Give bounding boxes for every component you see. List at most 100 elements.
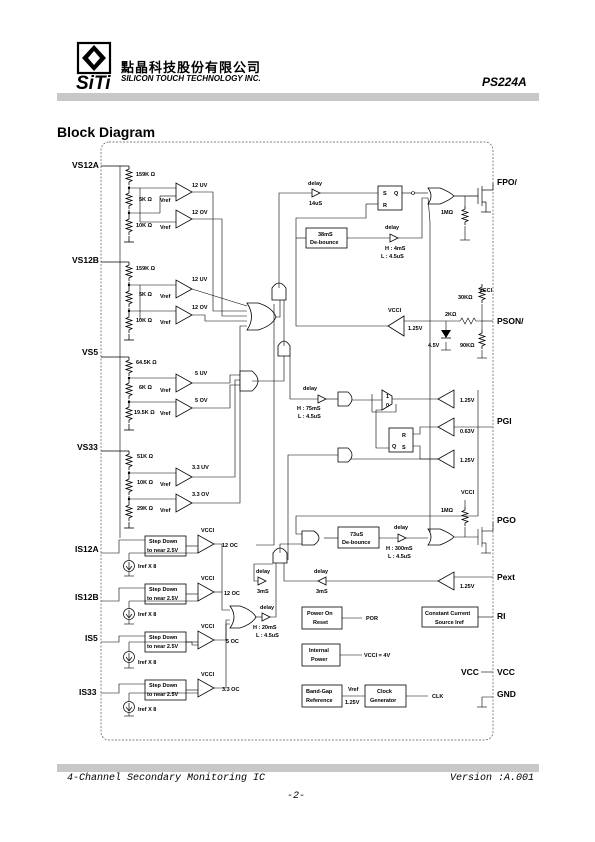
pgi-comparator: [437, 417, 455, 437]
debounce-73us: [337, 526, 380, 549]
pin-vs12a: VS12A: [72, 160, 99, 170]
res-label: 64.5K Ω: [136, 360, 157, 366]
company-name-en: SILICON TOUCH TECHNOLOGY INC.: [121, 74, 261, 83]
res-label: 29K Ω: [137, 506, 154, 512]
delay-label: delay: [303, 386, 318, 392]
delay-label: delay: [314, 569, 329, 575]
stepdown-label: Step Down: [149, 635, 178, 641]
block-label: Band-Gap: [306, 689, 333, 695]
block-output: VCCI = 4V: [364, 653, 390, 659]
delay-label: delay: [394, 525, 409, 531]
delay-time: L : 4.5uS: [298, 414, 321, 420]
debounce-time: 38mS: [318, 232, 333, 238]
vs12a-divider: [101, 165, 176, 243]
vref-label: Vref: [160, 508, 171, 514]
ref-label: 1.25V: [345, 700, 360, 706]
ref-label: 1.25V: [460, 458, 475, 464]
block-output: CLK: [432, 694, 443, 700]
res-label: 19.5K Ω: [134, 410, 155, 416]
block-label: Constant Current: [425, 611, 470, 617]
vref-label: Vref: [160, 388, 171, 394]
pin-vs33: VS33: [77, 442, 98, 452]
or-gate-fpo: [427, 187, 455, 205]
oc-label: 5 OC: [226, 639, 239, 645]
vref-label: Vref: [160, 482, 171, 488]
delay-time: 3mS: [316, 589, 328, 595]
pin-is5: IS5: [85, 633, 98, 643]
latch-s: S: [402, 445, 406, 451]
block-label: Source Iref: [435, 620, 464, 626]
pin-vcc: VCC: [497, 667, 515, 677]
res-label: 5K Ω: [139, 292, 153, 298]
vcci-label: VCCI: [201, 624, 215, 630]
res-label: 1MΩ: [441, 508, 454, 514]
delay-time: H : 4mS: [385, 246, 406, 252]
res-label: 10K Ω: [136, 318, 153, 324]
stepdown-label: to near 2.5V: [147, 692, 179, 698]
pin-is12a: IS12A: [75, 544, 99, 554]
or-gate: [246, 302, 277, 331]
rs-latch: [388, 427, 414, 453]
oc-label: 12 OC: [224, 591, 240, 597]
delay-time: L : 4.5uS: [381, 254, 404, 260]
pin-gnd: GND: [497, 689, 516, 699]
oc-label: 3.3 OC: [222, 687, 239, 693]
vref-label: Vref: [160, 411, 171, 417]
res-label: 2KΩ: [445, 312, 457, 318]
vcc-label: VCCI: [479, 288, 493, 294]
section-title: Block Diagram: [57, 124, 156, 140]
latch-q: Q: [392, 444, 397, 450]
res-label: 1MΩ: [441, 210, 454, 216]
delay-buffer: [317, 576, 327, 586]
latch-s: S: [383, 191, 387, 197]
res-label: 90KΩ: [460, 343, 475, 349]
latch-r: R: [402, 433, 406, 439]
siti-logo: SiTi: [76, 41, 111, 91]
block-label: Generator: [370, 698, 397, 704]
delay-label: delay: [256, 569, 271, 575]
oc-label: 12 OC: [222, 543, 238, 549]
pgi-comparator: [437, 389, 455, 409]
stepdown-label: Step Down: [149, 587, 178, 593]
block-label: Reference: [306, 698, 333, 704]
page-number: -2-: [287, 791, 306, 802]
comparator-label: 12 UV: [192, 183, 208, 189]
delay-time: 14uS: [309, 201, 322, 207]
comparator-label: 12 OV: [192, 305, 208, 311]
and-gate-small: [272, 547, 288, 564]
or-gate-oc: [229, 605, 257, 629]
ref-label: 0.63V: [460, 429, 475, 435]
iref-label: Iref X 8: [138, 564, 156, 570]
block-label: Power: [311, 657, 328, 663]
block-label: Clock: [377, 689, 393, 695]
latch-r: R: [383, 203, 387, 209]
res-label: 6K Ω: [139, 385, 153, 391]
ref-label: 1.25V: [460, 584, 475, 590]
stepdown-label: Step Down: [149, 683, 178, 689]
pin-pson: PSON/: [497, 316, 524, 326]
vcci-label: VCCI: [201, 576, 215, 582]
company-name-cn: 點晶科技股份有限公司: [121, 61, 262, 76]
delay-time: H : 300mS: [386, 546, 413, 552]
vcci-label: VCCI: [388, 308, 402, 314]
debounce-time: 73uS: [350, 532, 363, 538]
zener-diode: [441, 330, 451, 338]
debounce-label: De-bounce: [310, 240, 338, 246]
oc-channels: [101, 166, 230, 717]
block-label: Power On: [307, 611, 333, 617]
and-gate: [337, 447, 353, 463]
block-output: POR: [366, 616, 378, 622]
ref-label: 1.25V: [460, 398, 475, 404]
vref-label: Vref: [348, 687, 359, 693]
logo-text: SiTi: [76, 73, 111, 91]
pin-pgo: PGO: [497, 515, 516, 525]
comparator-label: 12 OV: [192, 210, 208, 216]
block-label: Internal: [309, 648, 329, 654]
vref-label: Vref: [160, 294, 171, 300]
or-gate-pgo: [427, 528, 455, 546]
res-label: 159K Ω: [136, 266, 156, 272]
vref-label: Vref: [160, 198, 171, 204]
delay-label: delay: [260, 605, 275, 611]
footer-title: 4-Channel Secondary Monitoring IC: [67, 773, 266, 784]
